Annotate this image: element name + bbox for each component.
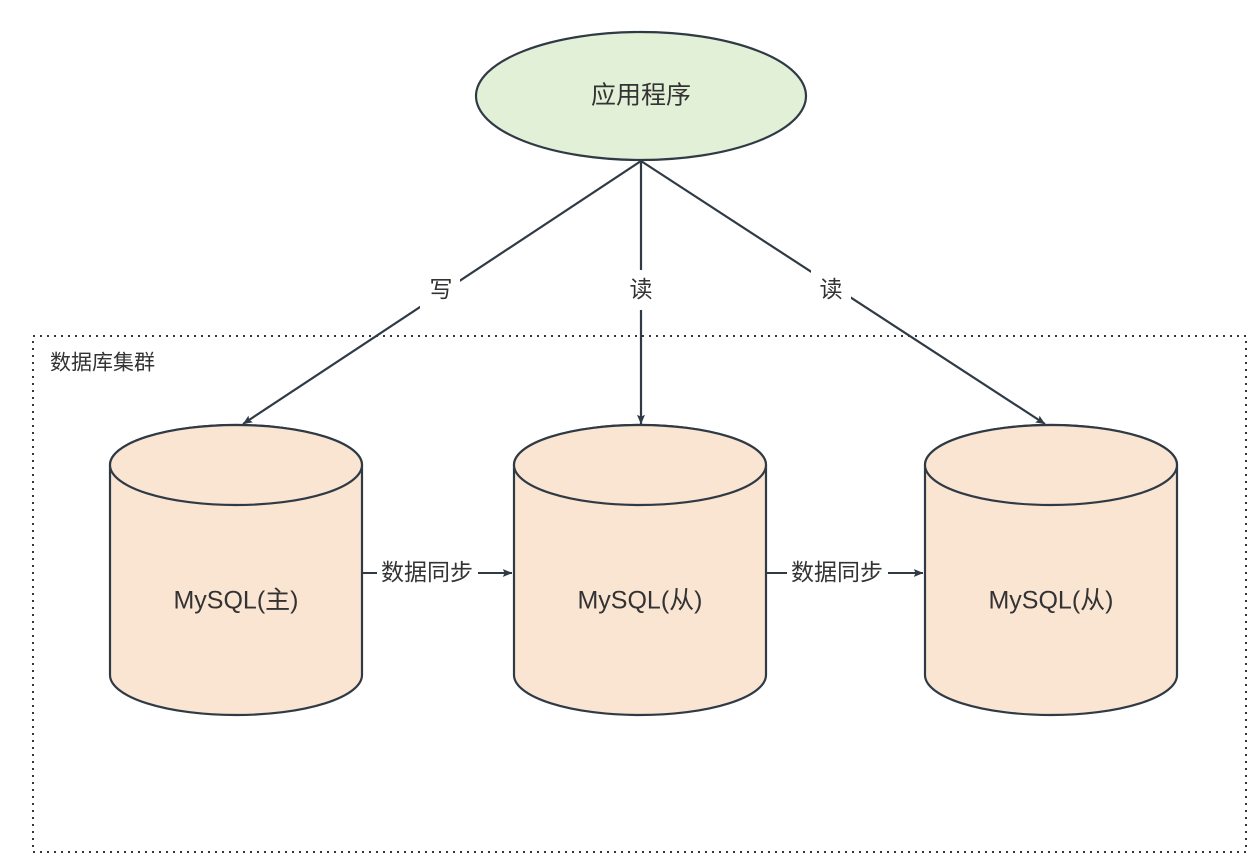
edge-label-sync-2-bg: [787, 557, 888, 589]
edge-label-read-1-bg: [621, 270, 661, 310]
node-application-label: 应用程序: [591, 82, 691, 110]
edge-label-write-text: 写: [430, 276, 453, 302]
edge-label-sync-1-text: 数据同步: [381, 559, 473, 585]
group-border-rect: [32, 335, 1247, 853]
edge-slave-1-to-slave-2: 数据同步: [767, 557, 924, 589]
edge-label-write-bg: [420, 270, 460, 310]
node-db-slave-1[interactable]: MySQL(从): [512, 423, 768, 717]
node-db-master-top: [108, 423, 364, 507]
edge-master-to-slave-1: 数据同步: [361, 557, 513, 589]
edge-label-write: 写: [420, 270, 460, 310]
node-db-slave-1-top: [512, 423, 768, 507]
node-db-slave-2-top: [923, 423, 1179, 507]
edge-label-sync-2-text: 数据同步: [791, 559, 883, 585]
edge-label-read-2-text: 读: [820, 276, 843, 302]
node-application[interactable]: 应用程序: [474, 30, 808, 162]
node-db-slave-1-label: MySQL(从): [577, 587, 702, 615]
node-db-master-label: MySQL(主): [173, 587, 298, 615]
edge-label-read-2: 读: [811, 270, 851, 310]
group-database-cluster: 数据库集群: [32, 335, 1247, 853]
group-label-database-cluster: 数据库集群: [50, 352, 155, 375]
node-db-slave-2[interactable]: MySQL(从): [923, 423, 1179, 717]
edge-label-read-2-bg: [811, 270, 851, 310]
node-application-shape[interactable]: [474, 30, 808, 162]
edge-label-sync-1-bg: [377, 557, 478, 589]
node-db-master[interactable]: MySQL(主): [108, 423, 364, 717]
edge-label-read-1: 读: [621, 270, 661, 310]
edge-label-read-1-text: 读: [630, 276, 653, 302]
node-db-slave-2-label: MySQL(从): [988, 587, 1113, 615]
